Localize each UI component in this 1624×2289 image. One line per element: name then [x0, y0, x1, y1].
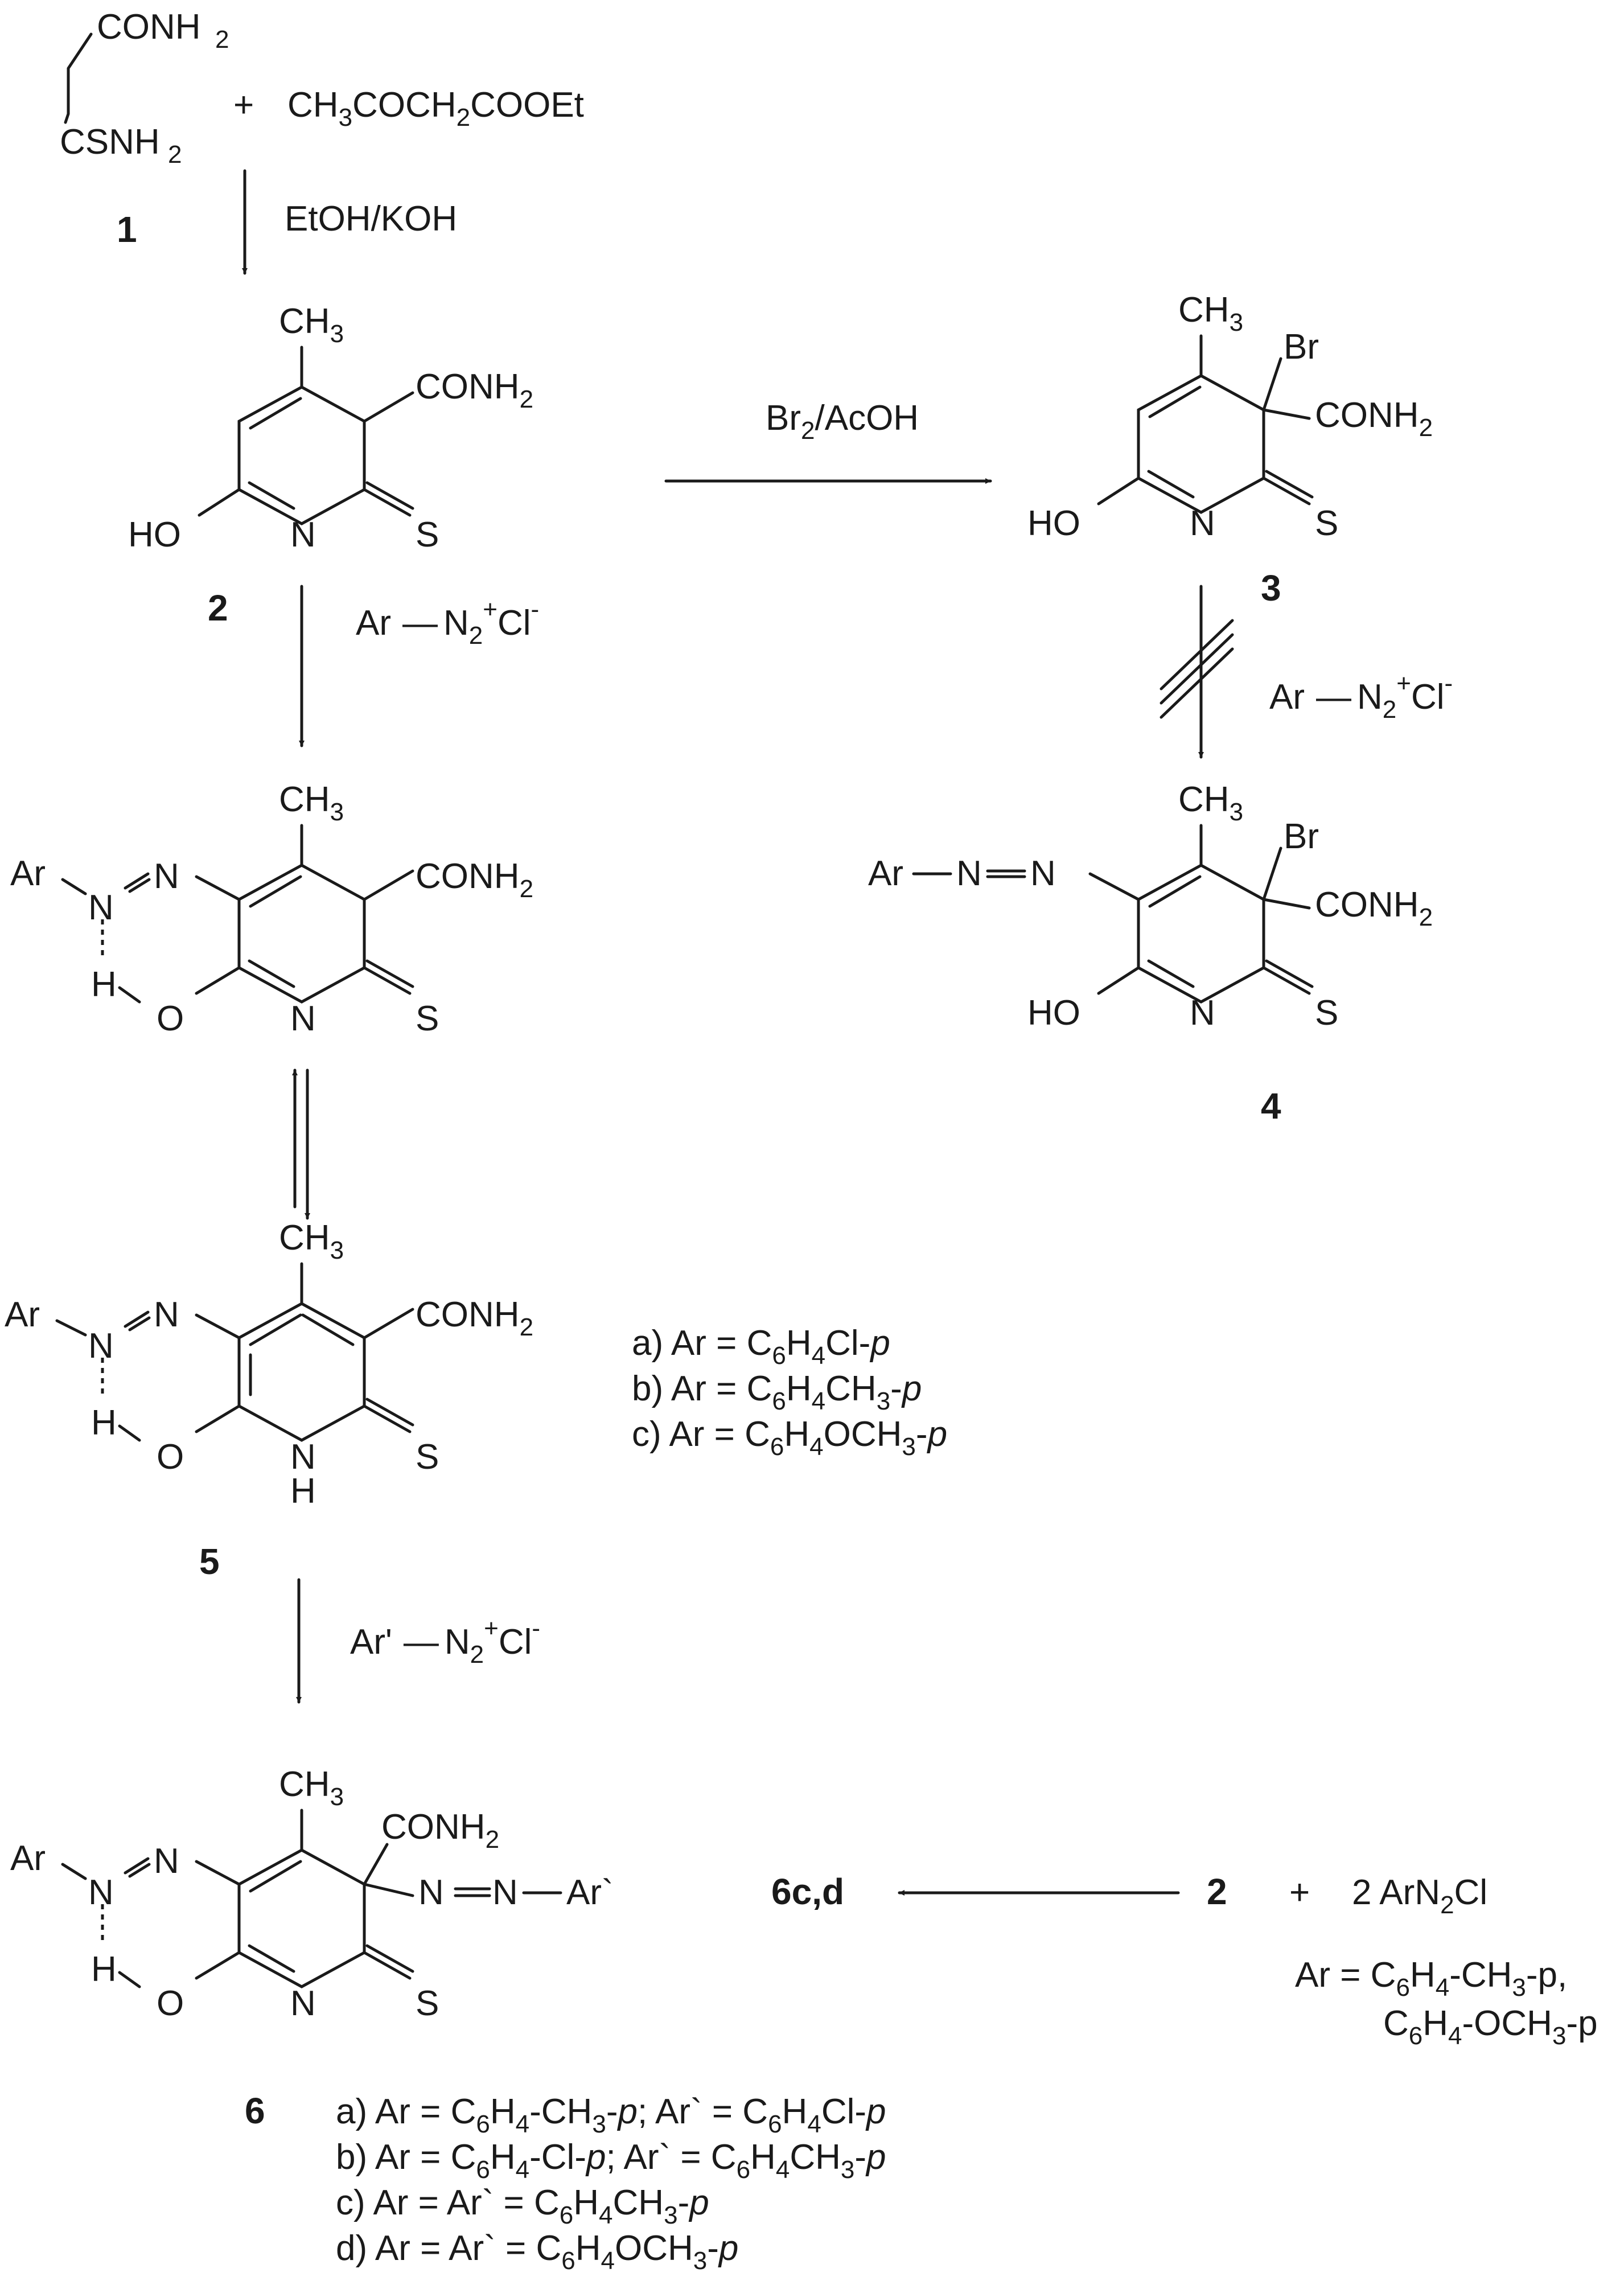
azo-nitrogen-label: N [956, 854, 982, 893]
azo-nitrogen-label: N [418, 1873, 444, 1912]
substituent-6d: d) Ar = Ar` = C6H4OCH3-p [336, 2229, 738, 2275]
thione-sulfur-label: S [416, 515, 439, 554]
oxygen-label: O [157, 999, 184, 1038]
methyl-label: CH3 [279, 302, 344, 348]
hydrogen-label: H [91, 965, 117, 1004]
diazonium-reagent-5: Ar'—N2+Cl- [350, 1614, 540, 1669]
substituent-key-6: a) Ar = C6H4-CH3-p; Ar` = C6H4Cl-p b) Ar… [336, 2092, 886, 2275]
ring-nh-hydrogen-label: H [290, 1472, 316, 1511]
thione-sulfur-label: S [1315, 504, 1338, 543]
hydroxyl-label: HO [1027, 504, 1080, 543]
azo-nitrogen-label: N [88, 1326, 114, 1366]
compound-1-structure: CONH 2 CSNH 2 1 [60, 7, 229, 250]
hydrogen-label: H [91, 1403, 117, 1443]
substituent-6b: b) Ar = C6H4-Cl-p; Ar` = C6H4CH3-p [336, 2138, 886, 2184]
azo-imine-tautomer-structure: CH3 CONH2 Ar N N H O N S [10, 780, 533, 1038]
compound-2-structure: CH3 CONH2 HO N S 2 [128, 302, 533, 628]
ring-nitrogen-label: N [1190, 504, 1215, 543]
compound-4-structure: CH3 Br CONH2 Ar N N HO N S 4 [868, 780, 1433, 1127]
substituent-key-5: a) Ar = C6H4Cl-p b) Ar = C6H4CH3-p c) Ar… [632, 1324, 947, 1461]
compound-number-6: 6 [245, 2090, 265, 2131]
compound-number-2-right: 2 [1207, 1871, 1227, 1912]
compound-6-structure: CH3 CONH2 Ar N N H O N S N N Ar` 6 [10, 1765, 614, 2131]
compound-number-1: 1 [117, 209, 137, 250]
ring-nitrogen-label: N [290, 1437, 316, 1477]
compound-number-3: 3 [1261, 568, 1281, 609]
carbamoyl-label: CONH2 [416, 367, 533, 413]
azo-nitrogen-label: N [154, 857, 179, 896]
substituent-6c: c) Ar = Ar` = C6H4CH3-p [336, 2183, 709, 2229]
ar-definition-1: Ar = C6H4-CH3-p, [1295, 1955, 1567, 2002]
two-diazonium-label: 2 ArN2Cl [1352, 1873, 1487, 1919]
azo-nitrogen-label: N [154, 1295, 179, 1334]
carbamoyl-label: CONH2 [1315, 885, 1433, 931]
ring-nitrogen-label: N [290, 1984, 316, 2023]
plus-sign: + [233, 85, 254, 125]
hydroxyl-label: HO [128, 515, 181, 554]
aryl-label: Ar [5, 1295, 40, 1334]
thione-sulfur-label: S [1315, 993, 1338, 1033]
azo-nitrogen-label: N [154, 1842, 179, 1881]
ring-nitrogen-label: N [290, 999, 316, 1038]
ethyl-acetoacetate: CH3COCH2COOEt [287, 85, 584, 131]
oxygen-label: O [157, 1437, 184, 1477]
compound-label-6cd: 6c,d [771, 1871, 844, 1912]
azo-nitrogen-label: N [492, 1873, 518, 1912]
azo-nitrogen-label: N [88, 1873, 114, 1912]
carbamoyl-label: CONH2 [416, 1295, 533, 1341]
carbamoyl-label: CONH2 [416, 857, 533, 903]
carbamoyl-label: CONH2 [1315, 396, 1433, 442]
hydrogen-label: H [91, 1950, 117, 1989]
compound-5-structure: CH3 CONH2 Ar N N H O N H S 5 [5, 1218, 533, 1582]
aryl-label: Ar [10, 854, 46, 893]
svg-text:2: 2 [168, 141, 182, 169]
substituent-5a: a) Ar = C6H4Cl-p [632, 1324, 890, 1370]
methyl-label: CH3 [279, 780, 344, 826]
azo-nitrogen-label: N [88, 888, 114, 927]
bromo-label: Br [1284, 817, 1319, 856]
azo-nitrogen-label: N [1030, 854, 1056, 893]
hydroxyl-label: HO [1027, 993, 1080, 1033]
substituent-6a: a) Ar = C6H4-CH3-p; Ar` = C6H4Cl-p [336, 2092, 886, 2138]
bromo-label: Br [1284, 327, 1319, 367]
thione-sulfur-label: S [416, 1984, 439, 2023]
thione-sulfur-label: S [416, 999, 439, 1038]
bromination-conditions: Br2/AcOH [766, 398, 919, 445]
diazonium-reagent-3: Ar—N2+Cl- [1269, 669, 1453, 724]
aryl-label: Ar [868, 854, 903, 893]
methyl-label: CH3 [1178, 780, 1243, 826]
methyl-label: CH3 [1178, 290, 1243, 336]
step1-conditions: EtOH/KOH [285, 199, 457, 239]
aryl-prime-label: Ar` [566, 1873, 614, 1912]
compound-number-4: 4 [1261, 1086, 1281, 1127]
compound-number-5: 5 [199, 1541, 220, 1582]
ring-nitrogen-label: N [1190, 993, 1215, 1033]
second-plus-sign: + [1289, 1873, 1310, 1912]
thione-sulfur-label: S [416, 1437, 439, 1477]
substituent-5c: c) Ar = C6H4OCH3-p [632, 1415, 947, 1461]
methyl-label: CH3 [279, 1765, 344, 1811]
methyl-label: CH3 [279, 1218, 344, 1264]
ring-nitrogen-label: N [290, 515, 316, 554]
compound-3-structure: CH3 Br CONH2 HO N S 3 [1027, 290, 1433, 609]
carbamoyl-label: CONH2 [381, 1807, 499, 1854]
substituent-5b: b) Ar = C6H4CH3-p [632, 1369, 922, 1415]
aryl-label: Ar [10, 1839, 46, 1878]
csnh2-label: CSNH [60, 122, 160, 162]
ar-definition-2: C6H4-OCH3-p [1383, 2004, 1598, 2050]
compound-number-2: 2 [208, 587, 228, 628]
svg-text:2: 2 [215, 26, 229, 54]
conh2-label: CONH [97, 7, 201, 47]
oxygen-label: O [157, 1984, 184, 2023]
diazonium-reagent-2: Ar—N2+Cl- [356, 595, 539, 650]
cross-mark [1160, 647, 1234, 719]
